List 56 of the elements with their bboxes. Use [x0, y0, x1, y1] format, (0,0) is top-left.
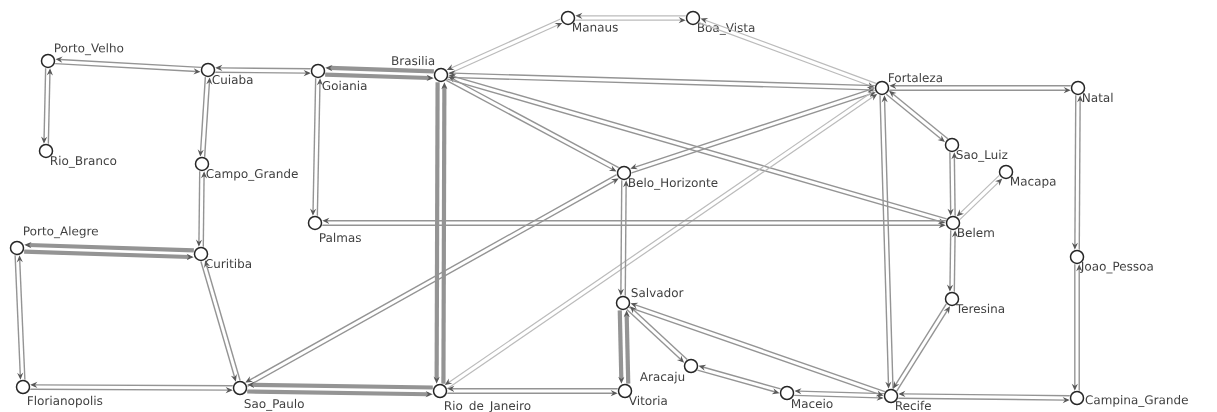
node-label: Recife: [896, 400, 931, 411]
node-label: Vitoria: [628, 395, 667, 406]
city-node: Campina_Grande: [1069, 390, 1188, 407]
node-label: Florianopolis: [28, 395, 103, 408]
city-node: Maceio: [779, 385, 833, 409]
node-label: Brasilia: [392, 55, 435, 66]
city-node: Rio_de_Janeiro: [432, 383, 531, 412]
node-label: Porto_Velho: [55, 43, 124, 56]
city-node: Belem: [945, 215, 994, 238]
city-node: Brasilia: [392, 55, 449, 83]
node-label: Goiania: [322, 80, 367, 91]
city-node: Joao_Pessoa: [1069, 249, 1153, 274]
city-node: Fortaleza: [874, 72, 942, 96]
node-label: Campina_Grande: [1085, 395, 1188, 407]
city-node: Vitoria: [617, 383, 667, 406]
city-node: Natal: [1070, 80, 1113, 103]
city-node: Florianopolis: [15, 379, 103, 408]
city-node: Porto_Velho: [40, 43, 124, 69]
node-label: Fortaleza: [889, 72, 942, 83]
city-node: Cuiaba: [200, 62, 253, 85]
node-label: Maceio: [792, 398, 833, 409]
node-label: Manaus: [573, 22, 618, 32]
node-label: Curitiba: [205, 258, 251, 269]
city-node: Sao_Paulo: [232, 380, 304, 411]
city-node: Salvador: [615, 287, 684, 311]
node-label: Rio_de_Janeiro: [445, 400, 531, 412]
node-label: Belem: [958, 227, 994, 238]
city-node: Teresina: [944, 291, 1005, 314]
node-label: Belo_Horizonte: [629, 177, 718, 190]
node-label: Aracaju: [639, 371, 685, 384]
node-label: Campo_Grande: [206, 168, 298, 181]
city-node: Curitiba: [193, 246, 251, 269]
node-label: Sao_Paulo: [244, 398, 304, 411]
node-label: Palmas: [320, 232, 361, 243]
city-node: Boa_Vista: [685, 10, 755, 35]
city-node: Porto_Alegre: [9, 226, 98, 256]
node-label: Natal: [1083, 92, 1113, 103]
node-label: Teresina: [955, 303, 1005, 314]
city-node: Aracaju: [639, 358, 699, 384]
node-label: Joao_Pessoa: [1080, 261, 1153, 274]
node-label: Salvador: [631, 287, 684, 298]
node-label: Sao_Luiz: [956, 149, 1008, 162]
city-node: Campo_Grande: [194, 156, 298, 181]
city-node: Goiania: [310, 63, 367, 91]
city-node: Macapa: [998, 164, 1056, 189]
city-node: Rio_Branco: [38, 143, 117, 168]
city-node: Manaus: [560, 10, 618, 32]
city-node: Belo_Horizonte: [616, 165, 718, 190]
node-label: Porto_Alegre: [24, 226, 98, 239]
city-node: Sao_Luiz: [944, 137, 1008, 162]
node-label: Cuiaba: [212, 74, 253, 85]
node-label: Rio_Branco: [51, 155, 117, 168]
node-label: Macapa: [1011, 176, 1056, 189]
node-label: Boa_Vista: [698, 22, 755, 35]
city-node: Recife: [883, 388, 931, 411]
city-node: Palmas: [307, 215, 361, 243]
